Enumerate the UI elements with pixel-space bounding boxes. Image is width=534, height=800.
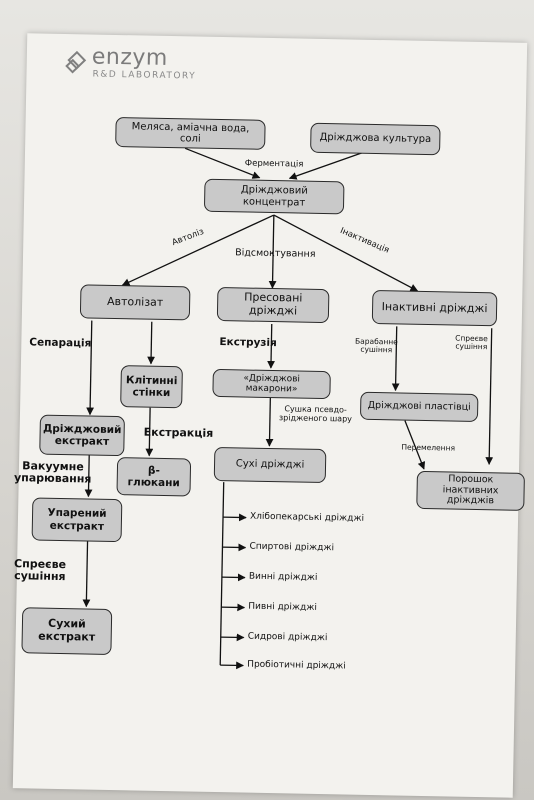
arrow-to-evaporated [84, 454, 93, 498]
node-yeast-culture: Дріжджова культура [310, 122, 441, 156]
label-drum-drying: Барабанне сушіння [354, 336, 398, 355]
arrow-to-plates [391, 326, 400, 392]
node-evaporated: Упарений екстракт [31, 497, 123, 543]
arrow-to-dry-yeast [265, 397, 274, 447]
connector-lines [82, 147, 494, 670]
label-grinding: Перемелення [401, 442, 456, 453]
arrow-to-inactive [273, 214, 419, 292]
arrow-to-pressed [268, 215, 277, 289]
node-autolysate: Автолізат [79, 284, 191, 321]
dry-yeast-type-item: Сидрові дріжджі [247, 631, 328, 644]
node-inactive: Інактивні дріжджі [371, 289, 498, 327]
label-fermentation: Ферментація [244, 158, 304, 170]
diagram-sheet: enzym R&D LABORATORY [12, 33, 528, 798]
node-pressed: Пресовані дріжджі [216, 286, 330, 324]
arrow-to-autolysate [121, 214, 275, 286]
label-vacuum: Вакуумне упарювання [13, 459, 92, 486]
label-pressing: Відсмоктування [235, 247, 316, 260]
arrow-molasses-concentrate [184, 147, 261, 179]
arrow-culture-concentrate [288, 151, 366, 180]
label-spray: Спреєве сушіння [14, 557, 67, 584]
node-concentrate: Дріжджовий концентрат [203, 178, 345, 215]
arrow-spray-to-powder [485, 328, 494, 465]
arrow-to-macaroni [267, 324, 275, 369]
node-yeast-extract: Дріжджовий екстракт [39, 414, 125, 457]
node-dry-yeast: Сухі дріжджі [213, 446, 327, 484]
enzym-logo-icon [65, 50, 87, 74]
label-extrusion: Екструзія [219, 336, 277, 350]
label-spray-drying-small: Спреєве сушіння [455, 333, 488, 352]
node-plates: Дріжджові пластівці [359, 391, 479, 422]
node-molasses: Меляса, аміачна вода, солі [115, 116, 266, 150]
enzym-logo: enzym R&D LABORATORY [64, 45, 196, 82]
arrow-to-dry-extract [82, 541, 91, 608]
dry-yeast-type-item: Винні дріжджі [248, 571, 318, 583]
node-cell-walls: Клітинні стінки [120, 365, 183, 409]
dry-yeast-type-item: Пробіотичні дріжджі [247, 659, 346, 672]
dry-yeast-type-item: Пивні дріжджі [248, 601, 317, 613]
arrow-to-extract [86, 320, 95, 416]
list-bracket [219, 482, 225, 666]
dry-yeast-type-item: Спиртові дріжджі [249, 541, 335, 554]
arrow-plates-to-powder [404, 420, 426, 470]
node-powder: Порошок інактивних дріжджів [416, 470, 525, 511]
label-fluid-bed: Сушка псевдо-зрідженого шару [278, 404, 353, 424]
arrow-to-cell-walls [147, 321, 156, 365]
label-separation: Сепарація [29, 336, 92, 350]
node-beta-glucans: β-глюкани [116, 457, 192, 497]
label-extraction: Екстракція [143, 425, 214, 440]
node-dry-extract: Сухий екстракт [21, 607, 113, 655]
arrow-to-beta-glucans [145, 407, 154, 457]
node-macaroni: «Дріжджові макарони» [212, 368, 331, 400]
